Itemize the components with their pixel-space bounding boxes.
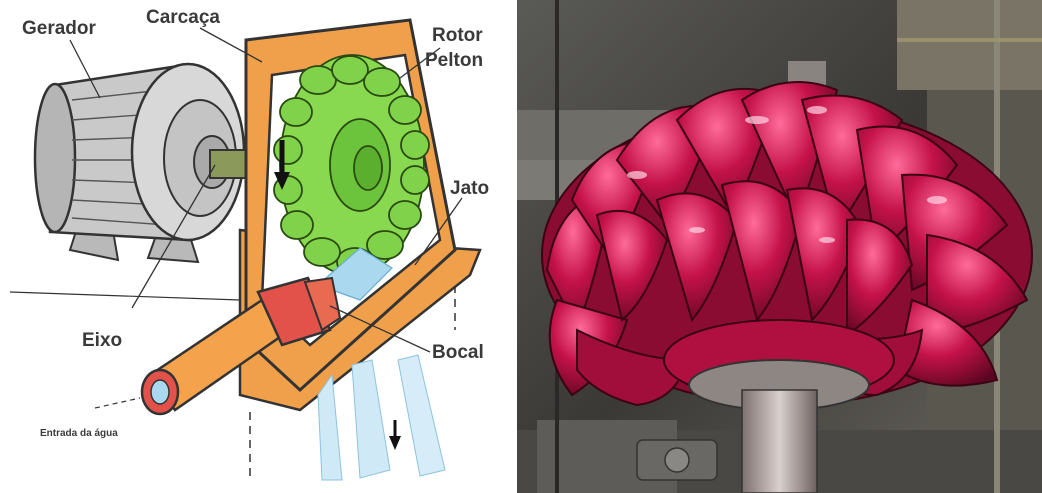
label-rotor: Rotor [432,25,483,47]
pipe-axis-line [95,398,140,408]
label-eixo: Eixo [82,330,122,352]
label-carcaca: Carcaça [146,7,220,29]
label-gerador: Gerador [22,18,96,40]
ground-line [10,292,240,300]
label-bocal: Bocal [432,342,484,364]
label-jato: Jato [450,178,489,200]
label-pelton: Pelton [425,50,483,72]
pelton-runner-photo [517,0,1042,493]
pelton-turbine-diagram: Gerador Carcaça Rotor Pelton Jato Eixo B… [0,0,508,493]
diagram-drawing [0,0,508,493]
label-entrada-agua: Entrada da água [40,428,118,439]
nozzle-fitting [637,440,717,480]
photo-drawing [517,0,1042,493]
